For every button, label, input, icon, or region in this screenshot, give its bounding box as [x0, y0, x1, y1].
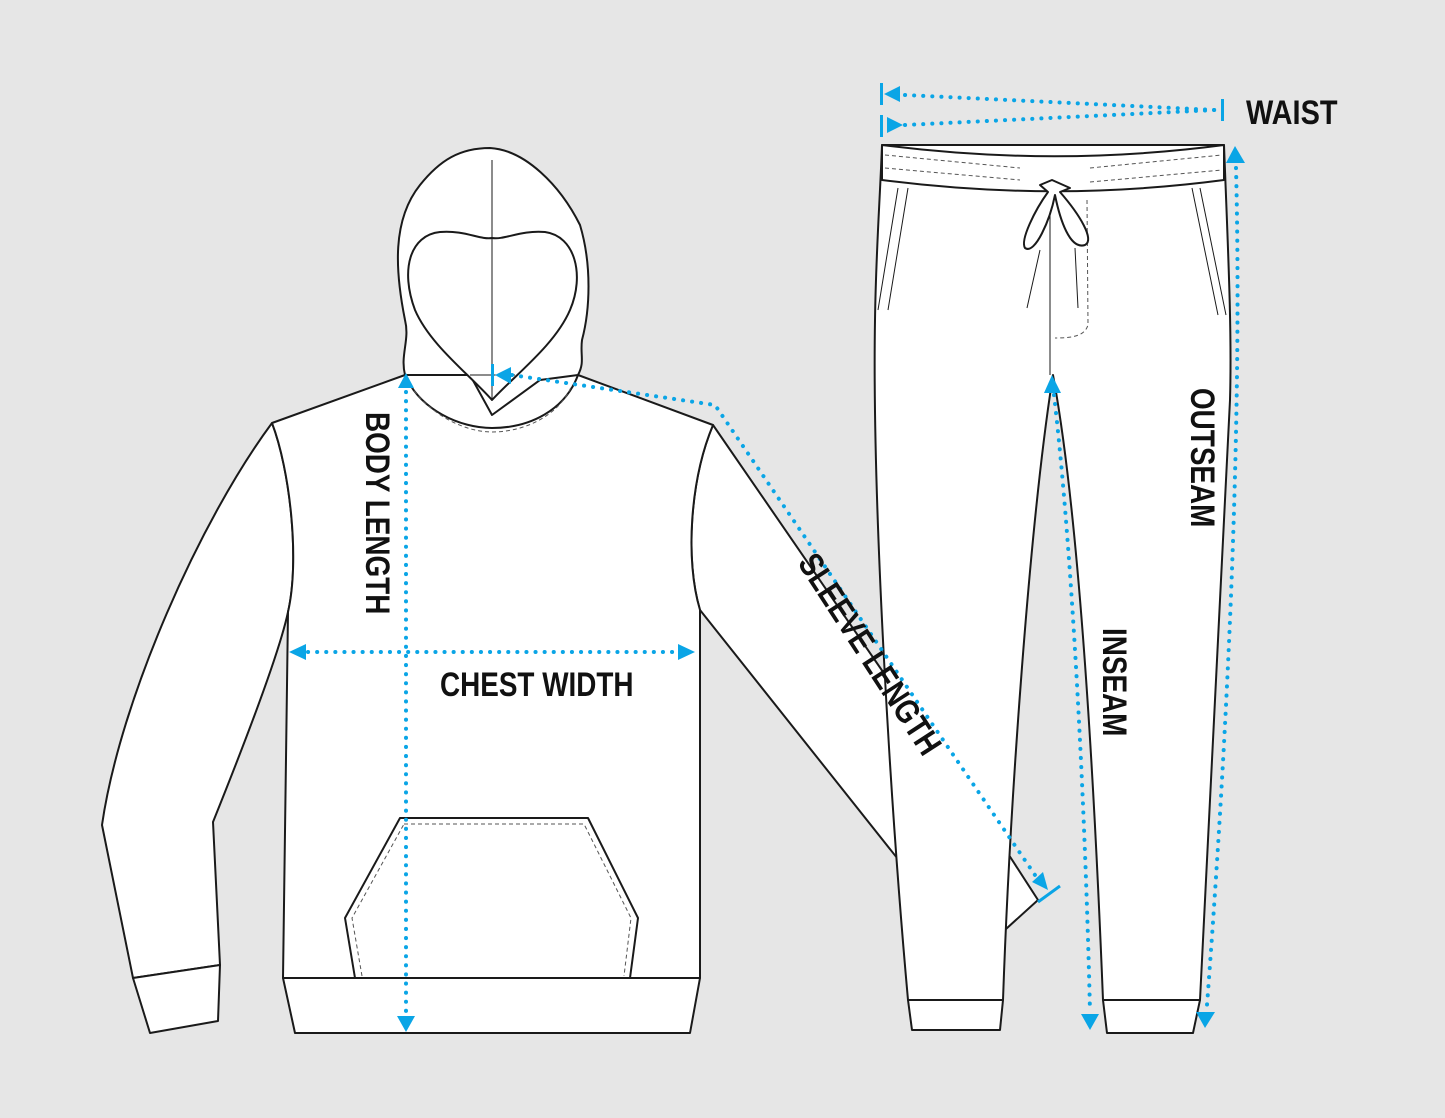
- pants-body: [873, 144, 1232, 1001]
- waist-tick-left-bottom: [880, 115, 883, 137]
- waist-arrow-left: [884, 86, 900, 102]
- waist-arrow-right: [887, 117, 903, 133]
- sleeve-length-tick-start: [491, 364, 494, 386]
- waist-label: WAIST: [1246, 93, 1338, 132]
- waist-line-top: [903, 93, 1217, 112]
- hoodie-left-sleeve: [101, 422, 295, 979]
- inseam-line: [1052, 393, 1092, 1014]
- sleeve-length-tick-end: [1037, 884, 1061, 904]
- body-length-arrow-top: [398, 373, 414, 388]
- outseam-label: OUTSEAM: [1183, 388, 1221, 527]
- chest-width-arrow-right: [678, 644, 695, 660]
- sleeve-length-arrow-start: [495, 367, 511, 384]
- pants-right-cuff: [1102, 999, 1201, 1034]
- body-length-arrow-bottom: [397, 1016, 415, 1032]
- outseam-arrow-top: [1226, 146, 1245, 163]
- hoodie-body: [271, 374, 714, 979]
- measurement-lines: [289, 83, 1245, 1032]
- pants-left-cuff: [907, 999, 1004, 1031]
- hoodie-hem-band: [282, 977, 701, 1034]
- chest-width-arrow-left: [289, 644, 306, 660]
- sleeve-length-arrow-end: [1032, 872, 1048, 890]
- outseam-line: [1205, 166, 1240, 1007]
- waist-line-bottom: [903, 108, 1217, 127]
- hoodie-left-cuff: [132, 964, 221, 1034]
- pants-drawing: [873, 144, 1232, 1034]
- inseam-arrow-top: [1044, 375, 1061, 393]
- hoodie-pocket: [344, 817, 639, 979]
- inseam-label: INSEAM: [1095, 628, 1133, 736]
- waist-tick-right: [1221, 99, 1224, 121]
- sleeve-length-line: [510, 373, 1037, 877]
- pants-waistband: [881, 144, 1225, 193]
- inseam-arrow-bottom: [1081, 1014, 1099, 1030]
- waist-tick-left-top: [880, 83, 883, 105]
- body-length-label: BODY LENGTH: [358, 412, 396, 614]
- pants-drawstring: [1023, 179, 1090, 250]
- outseam-arrow-bottom: [1196, 1012, 1215, 1028]
- chest-width-label: CHEST WIDTH: [440, 665, 634, 703]
